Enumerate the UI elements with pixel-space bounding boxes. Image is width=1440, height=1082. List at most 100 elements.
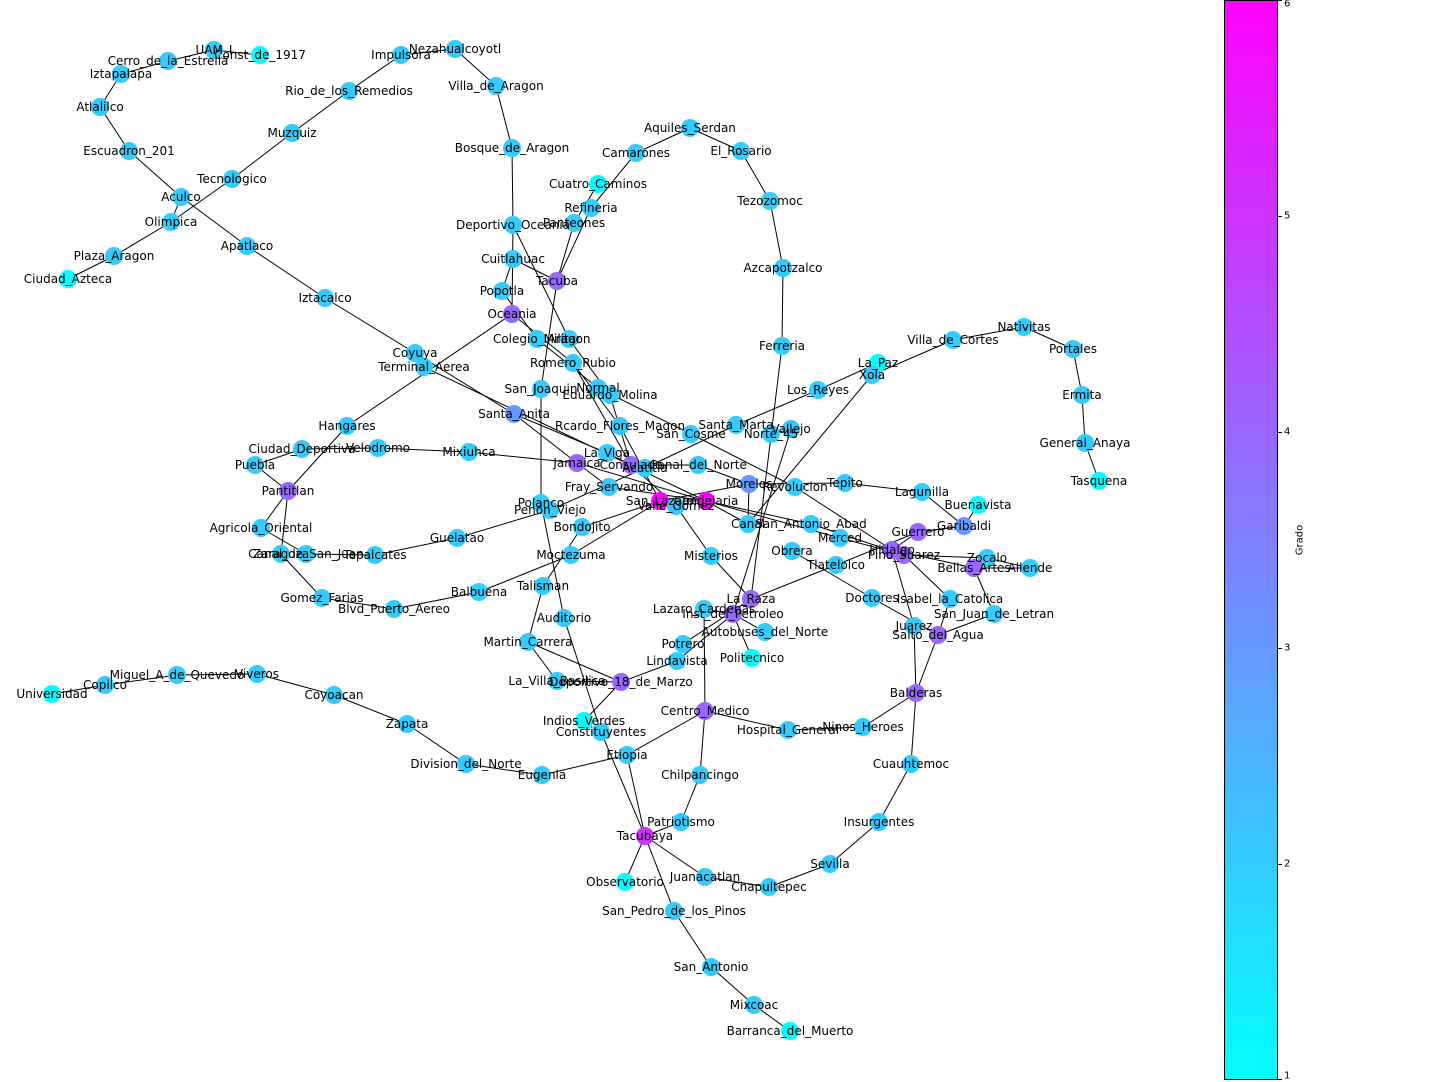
- node-Tacubaya: [636, 827, 654, 845]
- node-label-San_Joaquin: San_Joaquin: [505, 382, 578, 396]
- node-Juarez: [905, 617, 923, 635]
- node-Bondojito: [573, 518, 591, 536]
- node-Atlalilco: [91, 98, 109, 116]
- node-label-Juanacatlan: Juanacatlan: [669, 870, 740, 884]
- node-label-Universidad: Universidad: [16, 687, 87, 701]
- node-Chilpancingo: [691, 766, 709, 784]
- node-Camarones: [627, 144, 645, 162]
- node-label-Division_del_Norte: Division_del_Norte: [410, 757, 521, 771]
- node-label-Tacubaya: Tacubaya: [616, 829, 673, 843]
- node-label-Misterios: Misterios: [684, 549, 738, 563]
- node-Iztapalapa: [112, 65, 130, 83]
- node-Muzquiz: [283, 124, 301, 142]
- node-label-Puebla: Puebla: [235, 458, 275, 472]
- node-Romero_Rubio: [564, 354, 582, 372]
- node-Const_de_1917: [251, 46, 269, 64]
- node-La_Viga: [598, 444, 616, 462]
- node-Observatorio: [616, 873, 634, 891]
- edge-Centro_Medico-Lazaro_Cardenas: [703, 608, 706, 712]
- node-label-Gomez_Farias: Gomez_Farias: [280, 591, 363, 605]
- node-label-Allende: Allende: [1008, 561, 1053, 575]
- edge-Canal_de_San_Juan-Tepalcates: [305, 553, 376, 556]
- edge-Centro_Medico-Etiopia: [626, 710, 706, 756]
- edge-Panteones-Tacuba: [556, 222, 575, 282]
- node-Copilco: [96, 676, 114, 694]
- edge-Escuadron_201-Aculco: [128, 150, 182, 198]
- node-General_Anaya: [1076, 434, 1094, 452]
- node-label-Tecnologico: Tecnologico: [196, 172, 267, 186]
- edge-Olimpica-Plaza_Aragon: [113, 221, 172, 257]
- edge-Etiopia-Eugenia: [541, 754, 628, 776]
- node-Rio_de_los_Remedios: [340, 82, 358, 100]
- node-label-Iztacalco: Iztacalco: [298, 291, 351, 305]
- node-label-Autobuses_del_Norte: Autobuses_del_Norte: [702, 625, 829, 639]
- node-Refineria: [582, 199, 600, 217]
- node-Tecnologico: [223, 170, 241, 188]
- edge-Morelos-Canal_del_Norte: [697, 464, 750, 485]
- node-label-Etiopia: Etiopia: [606, 748, 647, 762]
- node-label-Bosque_de_Aragon: Bosque_de_Aragon: [455, 141, 570, 155]
- node-label-Lindavista: Lindavista: [646, 654, 707, 668]
- node-label-Talisman: Talisman: [516, 579, 569, 593]
- node-label-Guelatao: Guelatao: [430, 531, 484, 545]
- node-label-Const_de_1917: Const_de_1917: [214, 48, 306, 62]
- node-label-Jamaica: Jamaica: [552, 456, 600, 470]
- node-Villa_de_Aragon: [487, 77, 505, 95]
- node-Bellas_Artes: [965, 559, 983, 577]
- node-label-Cuauhtemoc: Cuauhtemoc: [873, 757, 949, 771]
- node-label-Portales: Portales: [1049, 342, 1097, 356]
- node-Pino_Suarez: [895, 546, 913, 564]
- node-Deportivo_Oceania: [504, 216, 522, 234]
- node-Iztacalco: [316, 289, 334, 307]
- node-Escuadron_201: [120, 142, 138, 160]
- edge-Eugenia-Division_del_Norte: [465, 763, 543, 776]
- edge-Impulsora-Nezahualcoyotl: [400, 48, 456, 56]
- edge-Velodromo-Mixiuhca: [377, 447, 470, 453]
- node-label-Ermita: Ermita: [1062, 388, 1101, 402]
- node-Deportivo_18_de_Marzo: [612, 673, 630, 691]
- node-Ferreria: [773, 337, 791, 355]
- node-Cuauhtemoc: [902, 755, 920, 773]
- node-Salto_del_Agua: [929, 626, 947, 644]
- node-label-Normal: Normal: [576, 381, 619, 395]
- node-Patriotismo: [672, 813, 690, 831]
- node-Moctezuma: [562, 546, 580, 564]
- node-label-San_Antonio: San_Antonio: [674, 960, 749, 974]
- node-Garibaldi: [955, 517, 973, 535]
- node-label-Azcapotzalco: Azcapotzalco: [743, 261, 822, 275]
- node-Eduardo_Molina: [601, 386, 619, 404]
- node-label-Morelos: Morelos: [726, 477, 773, 491]
- node-Popotla: [493, 282, 511, 300]
- edge-Tezozomoc-Azcapotzalco: [769, 200, 784, 269]
- edge-Aquiles_Serdan-Camarones: [635, 127, 691, 154]
- graph-labels: UAM_IConst_de_1917Cerro_de_la_EstrellaIz…: [16, 42, 1130, 1038]
- edge-Talisman-Martin_Carrera: [527, 585, 544, 643]
- node-label-Popotla: Popotla: [480, 284, 525, 298]
- node-Juanacatlan: [696, 868, 714, 886]
- node-Penon_Viejo: [541, 501, 559, 519]
- node-Vallejo_Norte: [782, 420, 800, 438]
- node-Etiopia: [618, 746, 636, 764]
- node-Lindavista: [668, 652, 686, 670]
- edge-Aquiles_Serdan-El_Rosario: [689, 127, 742, 152]
- edge-Centro_Medico-Chilpancingo: [699, 710, 706, 776]
- node-Doctores: [863, 589, 881, 607]
- node-label-Plaza_Aragon: Plaza_Aragon: [74, 249, 155, 263]
- edge-Division_del_Norte-Zapata: [406, 723, 467, 765]
- colorbar-tick-label: 2: [1284, 858, 1291, 870]
- edge-Polanco-Auditorio: [540, 502, 565, 619]
- edge-La_Villa_Basilica-Deportivo_18_de_Marzo: [556, 680, 622, 683]
- node-label-Tacuba: Tacuba: [535, 274, 578, 288]
- node-label-Chilpancingo: Chilpancingo: [661, 768, 739, 782]
- edge-Olimpica-Tecnologico: [170, 178, 233, 223]
- node-San_Lazaro: [651, 492, 669, 510]
- node-label-Ferreria: Ferreria: [759, 339, 805, 353]
- colorbar-tick-label: 3: [1284, 642, 1291, 654]
- node-label-Deportivo_18_de_Marzo: Deportivo_18_de_Marzo: [549, 675, 693, 689]
- edge-Salto_del_Agua-Balderas: [915, 634, 939, 694]
- node-label-Inst_del_Petroleo: Inst_del_Petroleo: [682, 607, 783, 621]
- colorbar-tick-label: 5: [1284, 210, 1291, 222]
- node-label-Romero_Rubio: Romero_Rubio: [530, 356, 616, 370]
- edge-San_Antonio-Mixcoac: [710, 966, 755, 1006]
- edge-San_Pedro_de_los_Pinos-San_Antonio: [673, 910, 712, 968]
